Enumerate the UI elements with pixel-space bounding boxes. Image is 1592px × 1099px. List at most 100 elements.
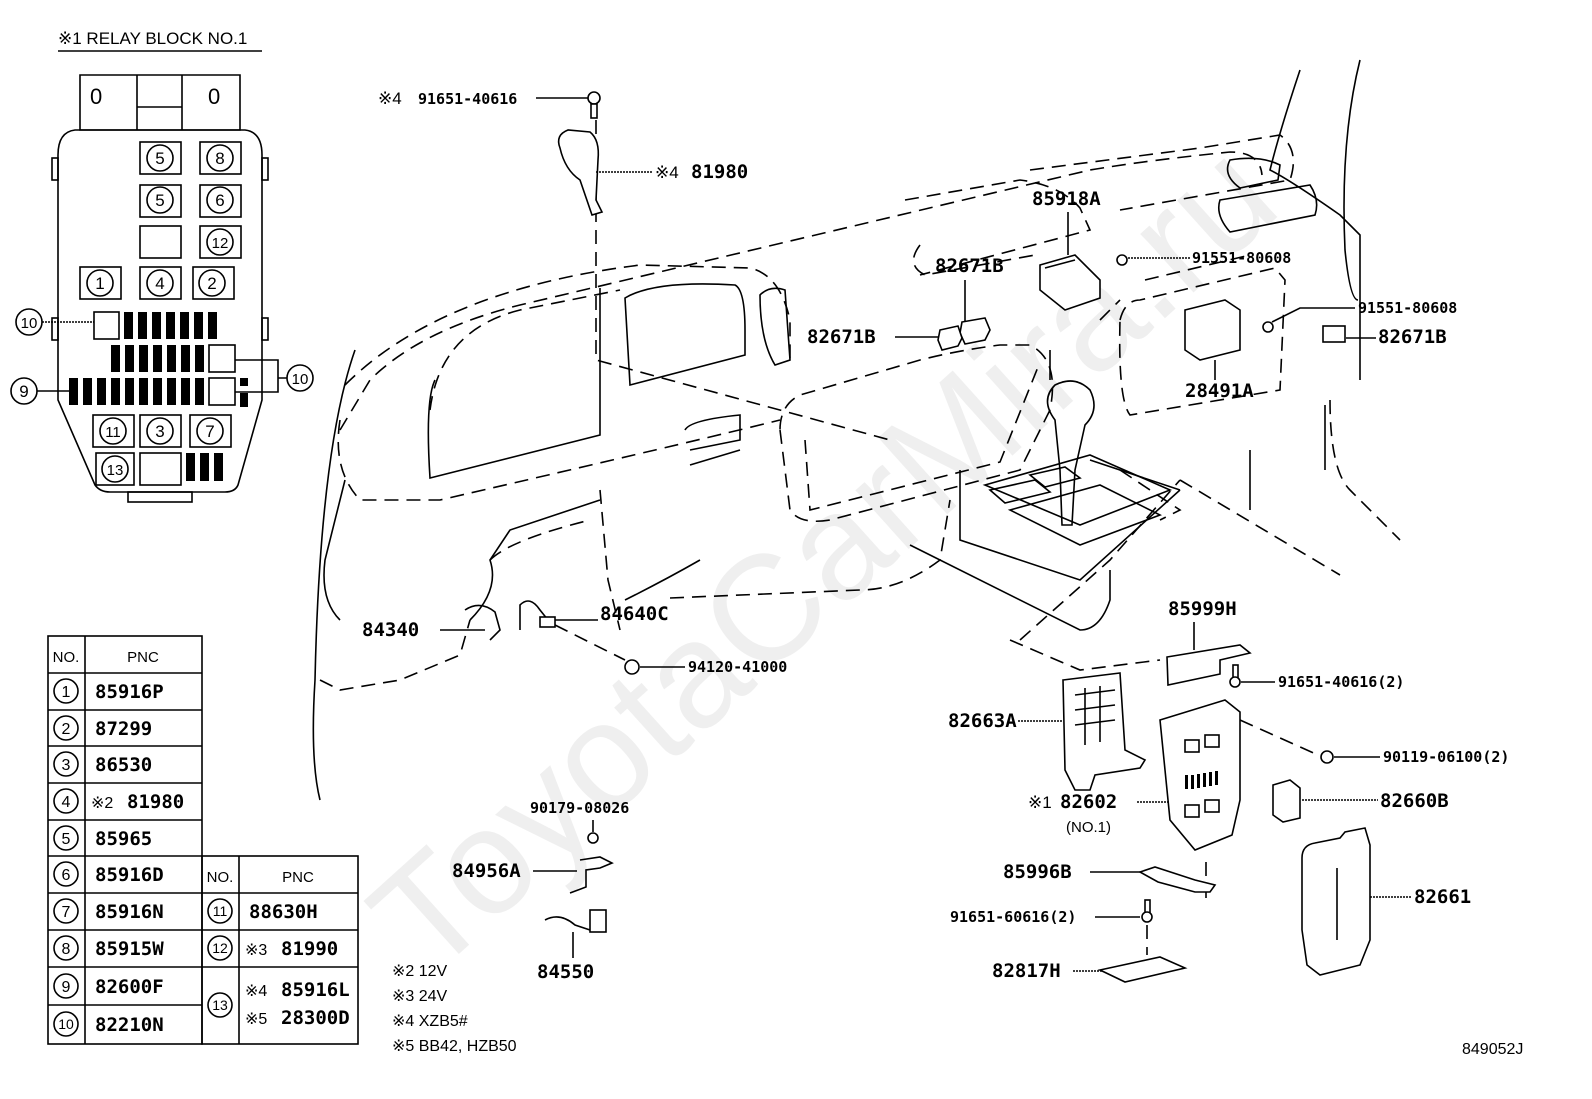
svg-text:84550: 84550 [537,961,594,983]
svg-text:0: 0 [90,84,102,109]
svg-text:82663A: 82663A [948,710,1017,732]
callout-90119-06100-2: 90119-06100(2) [1239,719,1509,766]
svg-text:91551-80608: 91551-80608 [1192,249,1291,267]
callout-82817H: 82817H [992,956,1188,983]
svg-text:28491A: 28491A [1185,380,1254,402]
relay-pos-13: 13 [107,462,124,479]
table-row-no: 7 [62,904,71,921]
callout-85918A: 85918A [1032,188,1101,311]
pnc-table-left: NO. PNC 1 2 3 4 5 6 7 8 9 10 85916P 8729… [47,635,203,1045]
table-row-note: ※5 [245,1011,267,1028]
table-row-no: 5 [62,831,71,848]
nut-icon [587,832,599,844]
callout-82671B-left: 82671B [807,325,963,351]
table-row-pnc: 82600F [95,976,164,998]
relay-block-title: ※1 RELAY BLOCK NO.1 [58,29,247,48]
table-row-no: 6 [62,867,71,884]
svg-text:84340: 84340 [362,619,419,641]
svg-text:91651-40616(2): 91651-40616(2) [1278,673,1404,691]
table-row-no: 11 [213,903,228,919]
table-row-no: 12 [212,940,228,956]
relay-pos-11: 11 [105,424,121,441]
callout-91651-60616-2: 91651-60616(2) [950,899,1153,955]
relay-pos-2: 2 [207,274,216,293]
svg-text:85918A: 85918A [1032,188,1101,210]
callout-85996B: 85996B [1003,861,1217,893]
table-row-pnc: 81990 [281,938,338,960]
svg-text:84640C: 84640C [600,603,669,625]
dashboard-outline [312,59,1401,801]
table-row-pnc: 85916N [95,901,164,923]
callout-94120-41000: 94120-41000 [554,624,787,676]
table-row-note: ※4 [245,983,267,1000]
table-row-no: 10 [58,1016,74,1032]
table-left-header-pnc: PNC [127,649,159,666]
callout-85999H: 85999H [1166,598,1252,686]
svg-text:※1: ※1 [1028,793,1052,812]
callout-91551-80608-b: 91551-80608 [1262,299,1457,333]
footnotes: ※2 12V ※3 24V ※4 XZB5# ※5 BB42, HZB50 [392,963,517,1055]
callout-82661: 82661 [1301,827,1471,976]
callout-91651-40616-2: 91651-40616(2) [1229,664,1404,691]
callout-90179-08026: 90179-08026 [530,799,629,844]
table-row-no: 9 [62,979,71,996]
relay-pos-12: 12 [212,235,229,252]
bolt-icon [1262,321,1274,333]
callout-91551-80608-a: 91551-80608 [1116,249,1291,267]
pnc-table-right: NO. PNC 11 12 13 88630H ※3 81990 ※4 8591… [201,855,359,1045]
table-left-header-no: NO. [53,649,80,666]
svg-text:85999H: 85999H [1168,598,1237,620]
relay-pos-5a: 5 [155,149,164,168]
table-row-pnc: 85915W [95,938,164,960]
svg-text:90119-06100(2): 90119-06100(2) [1383,748,1509,766]
callout-81980: ※4 81980 [557,129,748,216]
callout-84956A: 84956A [452,856,614,894]
svg-text:82817H: 82817H [992,960,1061,982]
table-row-no: 8 [62,941,71,958]
table-row-pnc: 87299 [95,718,152,740]
svg-text:0: 0 [208,84,220,109]
table-row-note: ※3 [245,942,267,959]
table-row-pnc: 85916D [95,864,164,886]
bolt-icon [587,91,601,105]
callout-84340: 84340 [362,604,501,641]
svg-text:81980: 81980 [691,161,748,183]
callout-84550: 84550 [537,909,607,983]
svg-text:82671B: 82671B [807,326,876,348]
relay-pos-9: 9 [19,382,28,401]
relay-pos-1: 1 [95,274,104,293]
svg-text:82602: 82602 [1060,791,1117,813]
table-row-pnc: 85965 [95,828,152,850]
relay-pos-10a: 10 [21,315,38,332]
bolt-icon [1116,254,1128,266]
svg-text:91651-40616: 91651-40616 [418,90,517,108]
svg-text:84956A: 84956A [452,860,521,882]
table-row-pnc: 28300D [281,1007,350,1029]
footnote: ※4 XZB5# [392,1013,468,1030]
callout-28491A: 28491A [1184,299,1254,402]
table-right-header-no: NO. [207,869,234,886]
nut-icon [624,659,640,675]
table-right-header-pnc: PNC [282,869,314,886]
relay-pos-7: 7 [205,422,214,441]
relay-pos-3: 3 [155,422,164,441]
svg-text:82661: 82661 [1414,886,1471,908]
callout-91651-40616-top: ※4 91651-40616 [378,89,601,119]
svg-text:※4: ※4 [655,163,679,182]
svg-text:94120-41000: 94120-41000 [688,658,787,676]
relay-pos-6: 6 [215,191,224,210]
table-row-no: 4 [62,794,71,811]
svg-text:91551-80608: 91551-80608 [1358,299,1457,317]
table-row-pnc: 82210N [95,1014,164,1036]
footnote: ※5 BB42, HZB50 [392,1038,517,1055]
svg-text:91651-60616(2): 91651-60616(2) [950,908,1076,926]
svg-text:85996B: 85996B [1003,861,1072,883]
table-row-no: 3 [62,757,71,774]
bolt-icon [1229,676,1241,688]
bolt-icon [1320,750,1334,764]
table-row-pnc: 86530 [95,754,152,776]
relay-pos-10b: 10 [292,371,309,388]
svg-text:(NO.1): (NO.1) [1066,819,1111,836]
table-row-note: ※2 [91,795,113,812]
